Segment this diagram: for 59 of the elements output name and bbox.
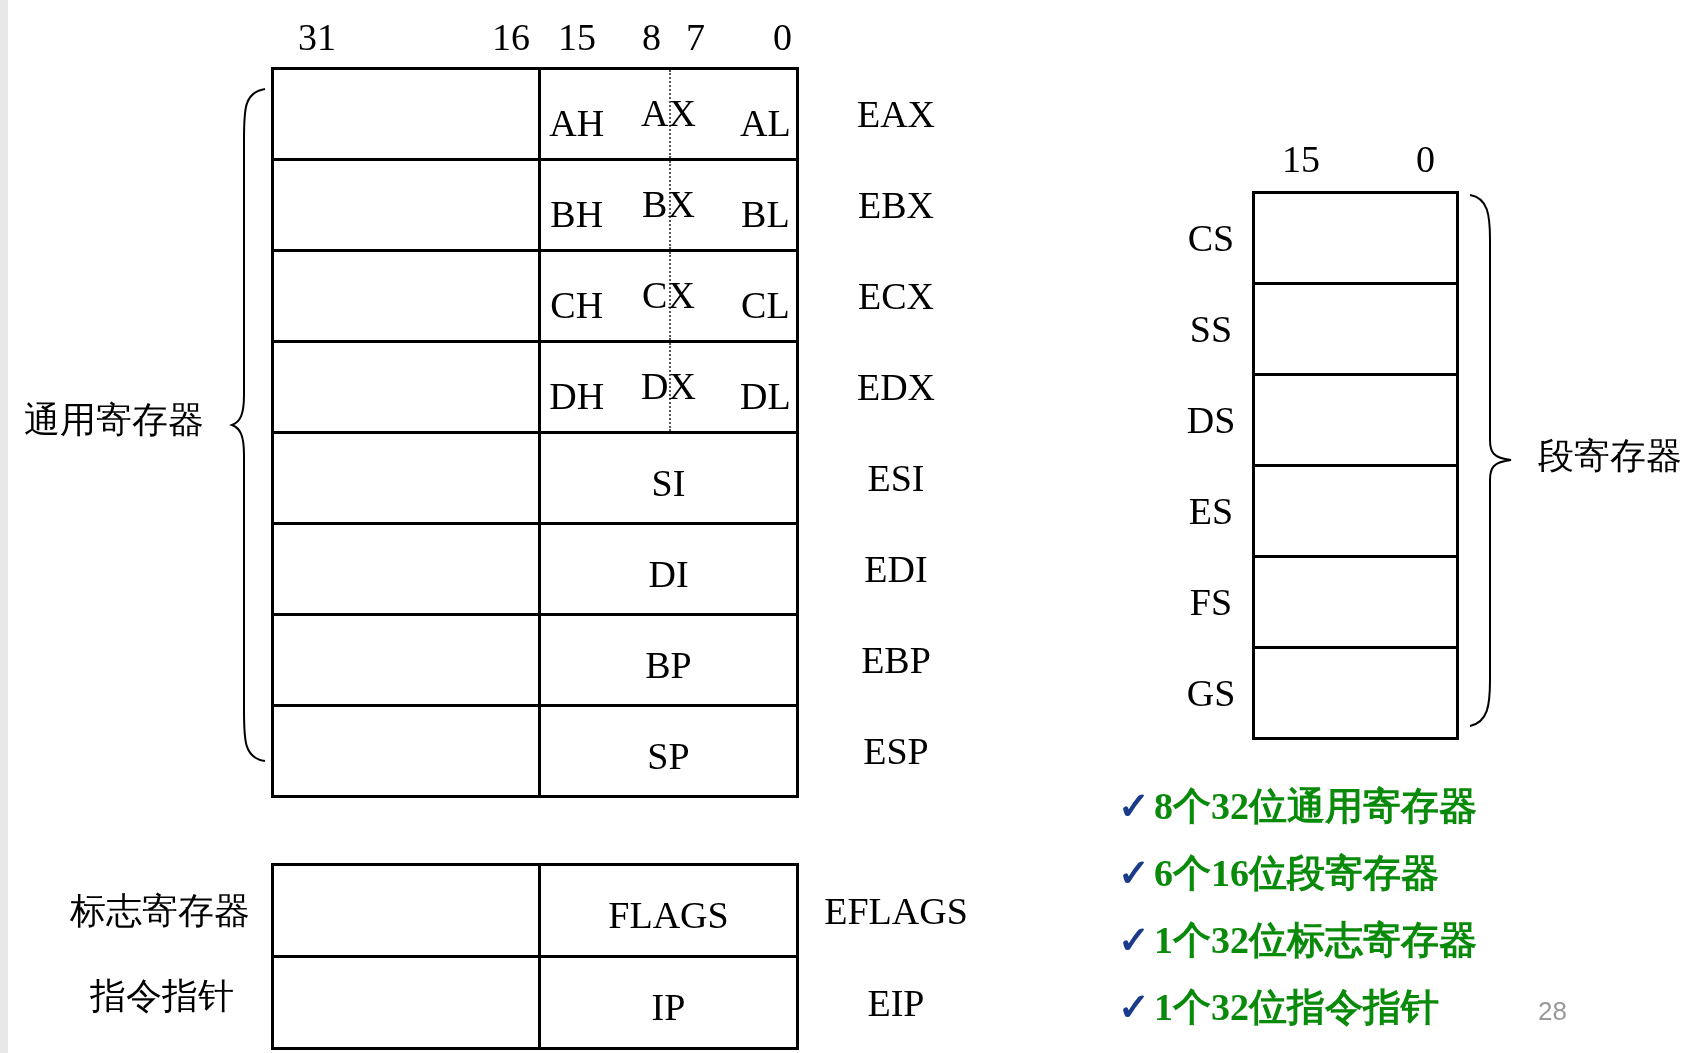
summary-text: 6个16位段寄存器 — [1154, 854, 1439, 892]
register-name: DS — [1186, 401, 1236, 439]
bit-number: 7 — [686, 18, 705, 56]
register-name: EBX — [858, 186, 934, 224]
check-mark: ✓ — [1118, 988, 1150, 1026]
register-name: ESI — [867, 459, 925, 497]
register-name: EDX — [856, 368, 936, 406]
register-name: DL — [740, 377, 791, 415]
register-name: EAX — [856, 95, 936, 133]
register-name: ECX — [858, 277, 934, 315]
group-label: 段寄存器 — [1538, 438, 1682, 474]
register-name: DI — [648, 555, 689, 593]
check-mark: ✓ — [1118, 854, 1150, 892]
page-number: 28 — [1538, 998, 1567, 1024]
register-name: SI — [651, 464, 686, 502]
register-name: BX — [642, 185, 695, 223]
bit-number: 16 — [492, 18, 530, 56]
bit-number: 0 — [773, 18, 792, 56]
register-name: CS — [1187, 219, 1235, 257]
register-name: CL — [741, 286, 790, 324]
bit-number: 31 — [298, 18, 336, 56]
bit-number: 15 — [1282, 140, 1320, 178]
register-name: AH — [549, 104, 605, 142]
register-name: BH — [550, 195, 604, 233]
register-name: DX — [641, 367, 696, 405]
register-name: BL — [741, 195, 790, 233]
check-mark: ✓ — [1118, 921, 1150, 959]
bit-number: 15 — [558, 18, 596, 56]
register-name: IP — [651, 988, 686, 1026]
summary-text: 1个32位标志寄存器 — [1154, 921, 1477, 959]
summary-text: 1个32位指令指针 — [1154, 988, 1439, 1026]
bit-number: 0 — [1416, 140, 1435, 178]
register-name: EIP — [867, 983, 925, 1022]
register-box — [271, 863, 541, 958]
register-name: DH — [549, 377, 605, 415]
register-name: SS — [1189, 310, 1233, 348]
register-name: AL — [740, 104, 791, 142]
summary-text: 8个32位通用寄存器 — [1154, 787, 1477, 825]
register-name: SP — [647, 737, 690, 775]
register-name: EBP — [861, 641, 931, 679]
group-label: 指令指针 — [90, 978, 234, 1014]
group-label: 标志寄存器 — [70, 893, 250, 929]
bit-number: 8 — [642, 18, 661, 56]
group-label: 通用寄存器 — [24, 402, 204, 438]
register-name: FLAGS — [608, 896, 729, 934]
register-name: GS — [1186, 674, 1236, 712]
register-name: ES — [1188, 492, 1234, 530]
register-name: EDI — [864, 550, 928, 588]
register-name: CH — [550, 286, 604, 324]
register-name: ESP — [863, 732, 929, 770]
register-box — [271, 955, 541, 1050]
check-mark: ✓ — [1118, 787, 1150, 825]
register-name: EFLAGS — [824, 891, 968, 930]
register-box — [271, 67, 541, 161]
register-name: CX — [642, 276, 695, 314]
register-name: FS — [1189, 583, 1233, 621]
register-name: AX — [641, 94, 696, 132]
register-box — [271, 704, 541, 798]
register-name: BP — [645, 646, 692, 684]
